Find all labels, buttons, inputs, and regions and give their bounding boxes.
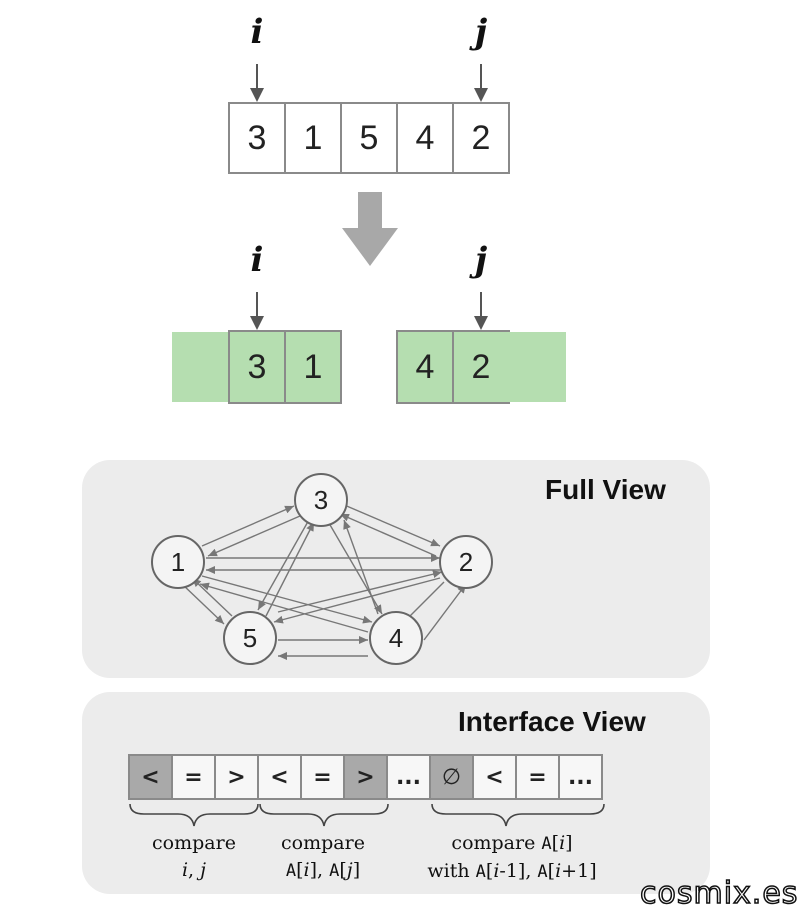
full-view-graph: 3 1 2 5 4 — [151, 473, 493, 665]
edge — [423, 583, 467, 641]
interface-cell: = — [300, 754, 345, 800]
array-cell: 1 — [284, 102, 342, 174]
array-cell: 5 — [340, 102, 398, 174]
interface-cell: ... — [558, 754, 603, 800]
edge — [343, 519, 379, 615]
split-cell-left: 3 — [228, 330, 286, 404]
pointer-j-split: j — [474, 240, 488, 280]
brace-2 — [259, 803, 389, 827]
edge — [199, 582, 369, 633]
edge — [341, 503, 441, 547]
caption-compare-ai-aj: compare A[i], A[j] — [281, 832, 365, 881]
edge — [257, 517, 311, 611]
interface-cell: > — [343, 754, 388, 800]
full-view-title: Full View — [545, 474, 666, 505]
interface-cell: ... — [386, 754, 431, 800]
edge — [339, 513, 437, 557]
node-3 — [294, 473, 348, 527]
arrow-j-split — [474, 292, 488, 330]
interface-cell: < — [472, 754, 517, 800]
transform-arrow-icon — [342, 192, 398, 266]
array-cell: 4 — [396, 102, 454, 174]
edge — [273, 577, 441, 624]
interface-cell: > — [214, 754, 259, 800]
pointer-i-top: i — [250, 12, 264, 52]
green-padding-right — [508, 332, 566, 402]
arrow-j-top — [474, 64, 488, 102]
edge — [265, 521, 315, 617]
pointer-i-split: i — [250, 240, 264, 280]
edge — [201, 505, 295, 547]
group-braces — [129, 803, 605, 827]
split-cell-left: 1 — [284, 330, 342, 404]
caption-compare-ij: compare i, j — [152, 832, 236, 881]
pointer-j-top: j — [474, 12, 488, 52]
node-label-2: 2 — [459, 547, 473, 577]
edge — [201, 575, 373, 624]
edge — [191, 577, 233, 617]
interface-cell: < — [257, 754, 302, 800]
node-4 — [369, 611, 423, 665]
node-label-4: 4 — [389, 623, 403, 653]
arrow-i-top — [250, 64, 264, 102]
split-cell-right: 2 — [452, 330, 510, 404]
brace-3 — [431, 803, 605, 827]
array-cell: 3 — [228, 102, 286, 174]
interface-cell: = — [515, 754, 560, 800]
node-2 — [439, 535, 493, 589]
caption-compare-neighbors: compare A[i] with A[i-1], A[i+1] — [427, 832, 597, 882]
array-cell: 2 — [452, 102, 510, 174]
node-1 — [151, 535, 205, 589]
edge — [325, 517, 383, 615]
interface-cell: < — [128, 754, 173, 800]
node-label-1: 1 — [171, 547, 185, 577]
edge — [207, 515, 301, 557]
edge — [181, 583, 225, 625]
split-cell-right: 4 — [396, 330, 454, 404]
arrow-i-split — [250, 292, 264, 330]
watermark: cosmix.es — [639, 875, 799, 912]
edge — [277, 570, 443, 613]
interface-cell: ∅ — [429, 754, 474, 800]
node-label-5: 5 — [243, 623, 257, 653]
interface-view-title: Interface View — [458, 706, 646, 737]
interface-cell: = — [171, 754, 216, 800]
node-5 — [223, 611, 277, 665]
brace-1 — [129, 803, 259, 827]
green-padding-left — [172, 332, 230, 402]
node-label-3: 3 — [314, 485, 328, 515]
